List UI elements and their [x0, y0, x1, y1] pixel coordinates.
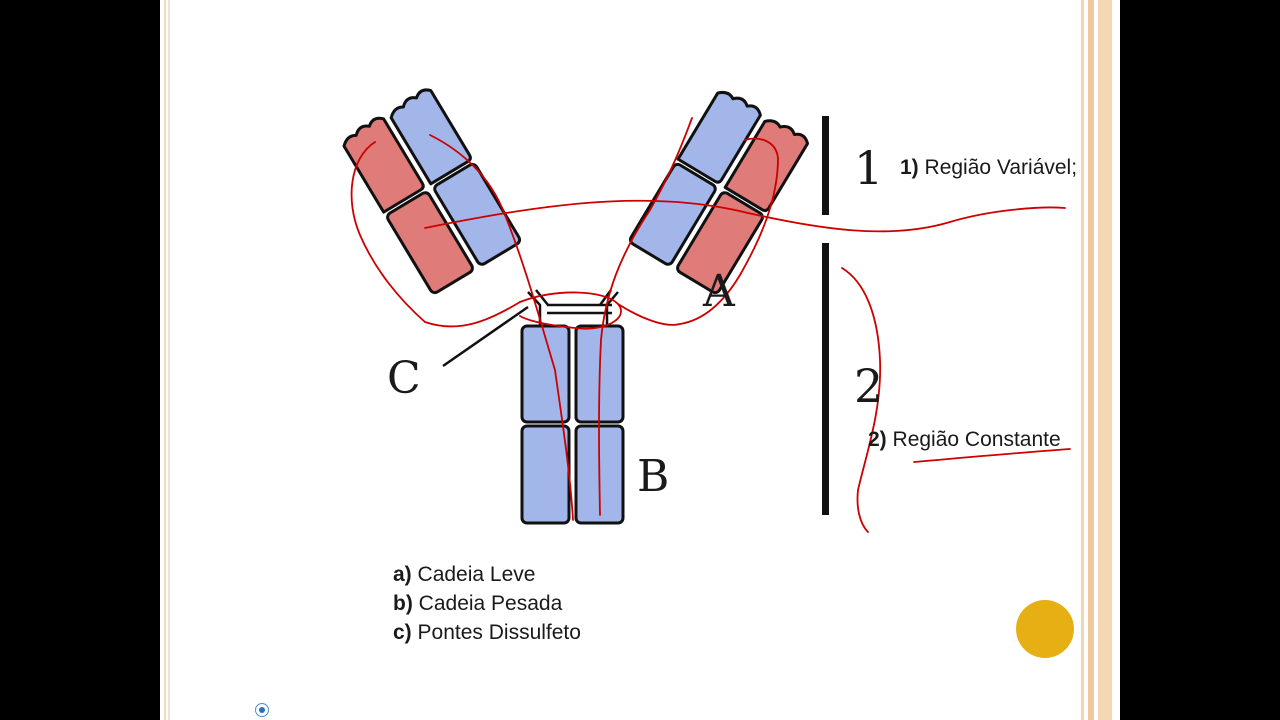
heavy-chain-left-arm-inner: [433, 162, 522, 266]
legend-item-a: a) Cadeia Leve: [393, 563, 535, 587]
legend-item-b: b) Cadeia Pesada: [393, 592, 562, 616]
legend-item-c: c) Pontes Dissulfeto: [393, 621, 581, 645]
region-2-caption: 2) Região Constante: [868, 428, 1061, 452]
legend-text-a: Cadeia Leve: [417, 563, 536, 586]
legend-key-a: a): [393, 563, 412, 586]
region-1-text: Região Variável;: [924, 156, 1078, 179]
heavy-chain-right-arm-tip: [676, 90, 762, 184]
heavy-chain-stem-left-upper: [520, 324, 571, 424]
heavy-chain-right-arm-inner: [628, 162, 717, 266]
region-1-caption: 1) Região Variável;: [900, 156, 1077, 180]
light-chain-right-arm-tip: [723, 119, 810, 213]
light-chain-right-arm-inner: [676, 191, 764, 295]
slide: A B C 1 2 1) Região Variável; 2) Região …: [160, 0, 1120, 720]
legend-text-c: Pontes Dissulfeto: [417, 621, 581, 644]
region-bar-2: [822, 243, 829, 515]
label-region-1: 1: [854, 141, 884, 195]
region-1-number: 1): [900, 156, 919, 179]
slide-border-right: [1078, 0, 1120, 720]
label-a: A: [703, 266, 735, 317]
pointer-line-c: [442, 305, 529, 368]
legend-key-c: c): [393, 621, 412, 644]
label-region-2: 2: [854, 359, 884, 413]
antibody-diagram: [342, 88, 1071, 533]
light-chain-left-arm-tip: [342, 116, 425, 214]
decorative-gold-circle: [1016, 600, 1074, 658]
slide-nav-icon[interactable]: [255, 703, 269, 717]
label-c: C: [387, 353, 421, 404]
region-2-text: Região Constante: [892, 428, 1061, 451]
label-b: B: [637, 451, 670, 502]
heavy-chain-left-arm-tip: [389, 88, 472, 186]
legend-key-b: b): [393, 592, 413, 615]
region-bar-1: [822, 116, 829, 215]
legend-text-b: Cadeia Pesada: [418, 592, 563, 615]
light-chain-left-arm-inner: [386, 191, 474, 295]
slide-border-left: [160, 0, 174, 720]
heavy-chain-stem-left-lower: [520, 424, 571, 525]
region-2-number: 2): [868, 428, 887, 451]
red-annotations: [350, 117, 1071, 533]
